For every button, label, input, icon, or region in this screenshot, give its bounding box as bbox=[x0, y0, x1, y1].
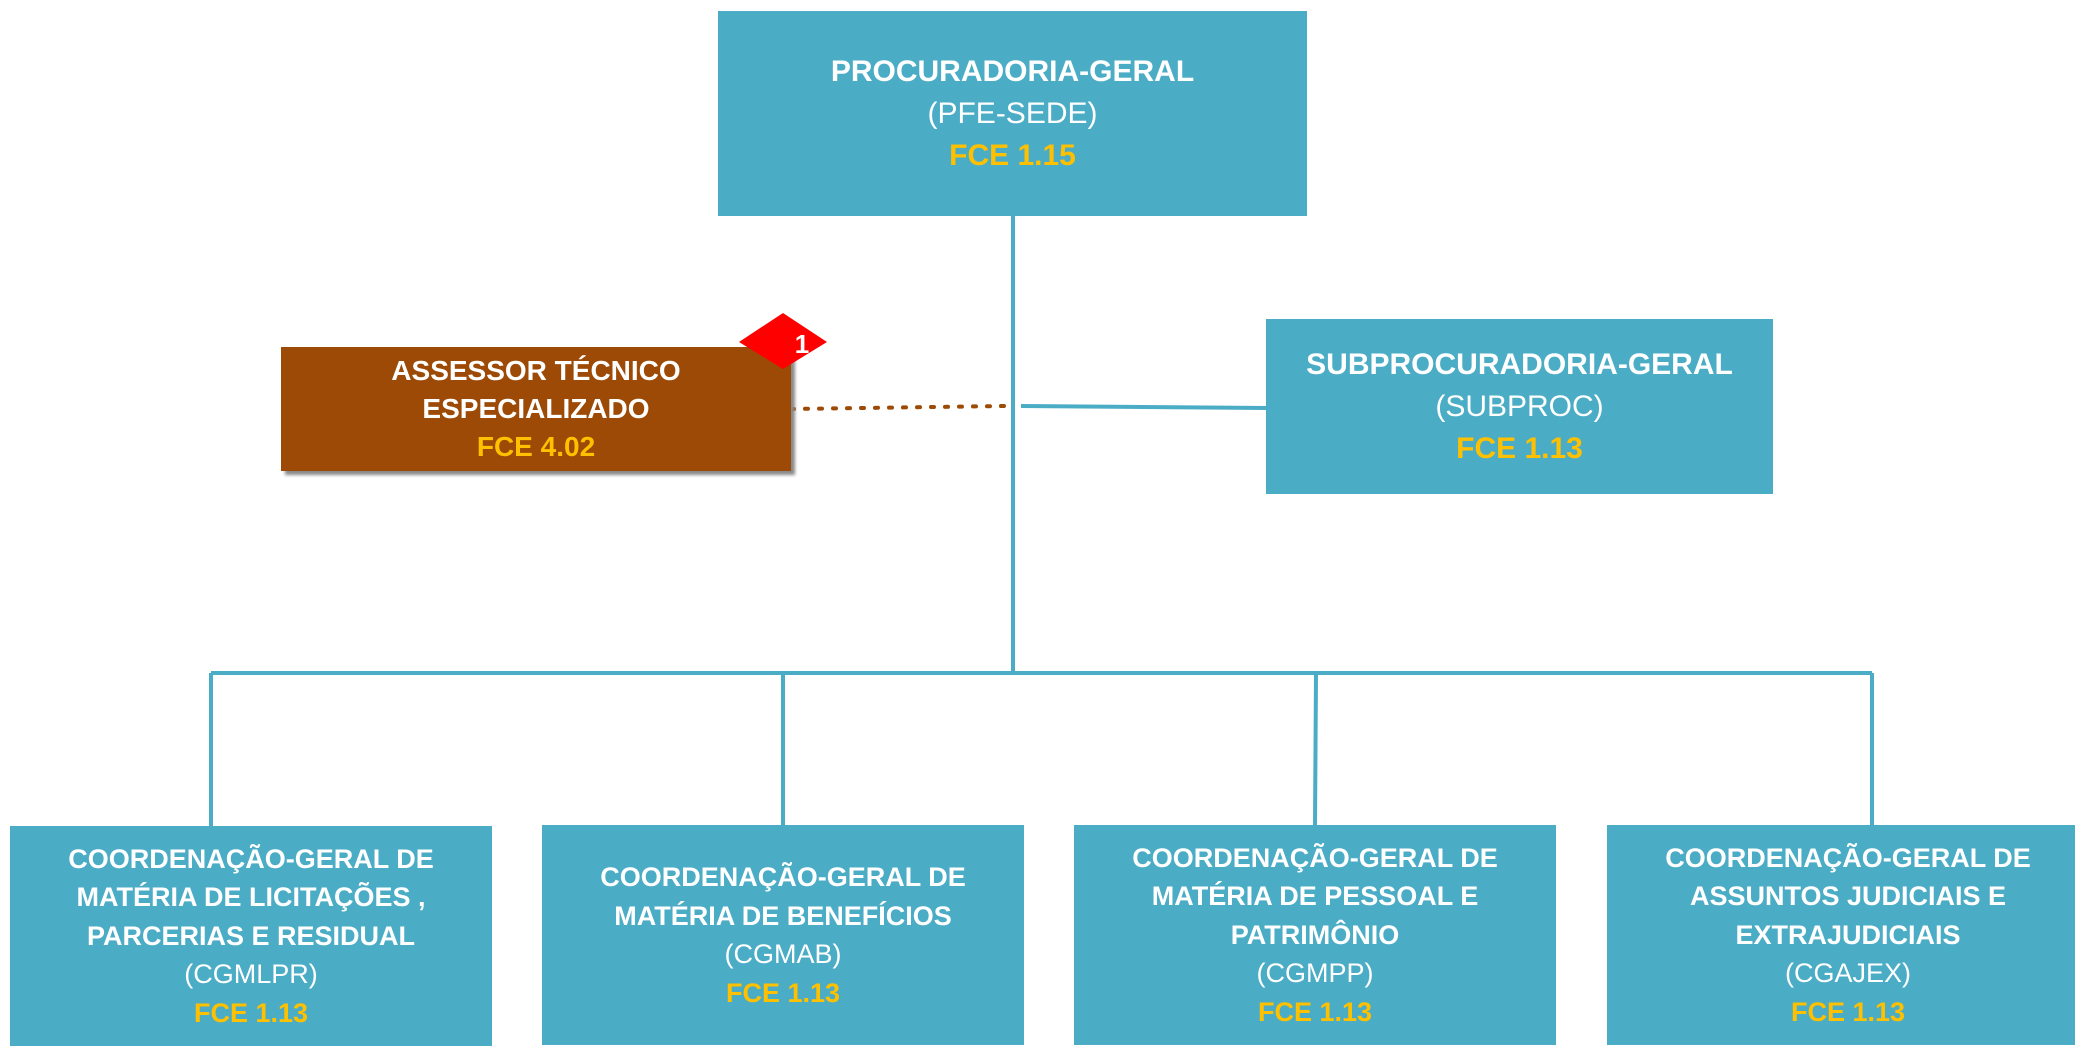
subprocuradoria-geral-abbr: (SUBPROC) bbox=[1435, 389, 1604, 423]
coordenacao-abbr: (CGMPP) bbox=[1256, 958, 1374, 989]
coordenacao-fce: FCE 1.13 bbox=[725, 977, 841, 1008]
coordenacao-abbr: (CGAJEX) bbox=[1784, 958, 1911, 989]
coordenacao-cgmpp-box: COORDENAÇÃO-GERAL DE MATÉRIA DE PESSOAL … bbox=[1074, 825, 1556, 1045]
connector-to-subprocuradoria bbox=[1020, 404, 1267, 410]
procuradoria-geral-fce: FCE 1.15 bbox=[949, 138, 1076, 172]
subprocuradoria-geral-title: SUBPROCURADORIA-GERAL bbox=[1306, 347, 1733, 381]
procuradoria-geral-abbr: (PFE-SEDE) bbox=[927, 96, 1098, 130]
diamond-badge-icon: 1 bbox=[739, 313, 827, 369]
connector-to-cgmpp bbox=[1313, 672, 1318, 826]
coordenacao-title: COORDENAÇÃO-GERAL DE MATÉRIA DE PESSOAL … bbox=[1132, 842, 1498, 950]
subprocuradoria-geral-box: SUBPROCURADORIA-GERAL (SUBPROC) FCE 1.13 bbox=[1266, 319, 1773, 494]
coordenacao-cgmab-box: COORDENAÇÃO-GERAL DE MATÉRIA DE BENEFÍCI… bbox=[542, 825, 1024, 1045]
assessor-tecnico-fce: FCE 4.02 bbox=[476, 431, 596, 462]
coordenacao-title: COORDENAÇÃO-GERAL DE ASSUNTOS JUDICIAIS … bbox=[1665, 842, 2031, 950]
procuradoria-geral-box: PROCURADORIA-GERAL (PFE-SEDE) FCE 1.15 bbox=[718, 11, 1307, 216]
coordenacao-abbr: (CGMLPR) bbox=[184, 959, 318, 990]
connector-to-assessor-dotted bbox=[789, 404, 1006, 411]
coordenacao-title: COORDENAÇÃO-GERAL DE MATÉRIA DE BENEFÍCI… bbox=[600, 862, 966, 931]
coordenacao-abbr: (CGMAB) bbox=[724, 939, 842, 969]
coordenacao-fce: FCE 1.13 bbox=[1790, 996, 1906, 1027]
assessor-tecnico-title: ASSESSOR TÉCNICO ESPECIALIZADO bbox=[391, 355, 681, 424]
diamond-badge-number: 1 bbox=[795, 329, 809, 359]
procuradoria-geral-title: PROCURADORIA-GERAL bbox=[830, 54, 1195, 88]
coordenacao-cgmlpr-box: COORDENAÇÃO-GERAL DE MATÉRIA DE LICITAÇÕ… bbox=[10, 826, 492, 1046]
coordenacao-cgajex-box: COORDENAÇÃO-GERAL DE ASSUNTOS JUDICIAIS … bbox=[1607, 825, 2075, 1045]
assessor-tecnico-box: ASSESSOR TÉCNICO ESPECIALIZADO FCE 4.02 bbox=[281, 347, 791, 471]
coordenacao-fce: FCE 1.13 bbox=[1257, 996, 1373, 1027]
coordenacao-fce: FCE 1.13 bbox=[193, 997, 309, 1028]
coordenacao-title: COORDENAÇÃO-GERAL DE MATÉRIA DE LICITAÇÕ… bbox=[68, 843, 434, 951]
subprocuradoria-geral-fce: FCE 1.13 bbox=[1456, 431, 1583, 465]
